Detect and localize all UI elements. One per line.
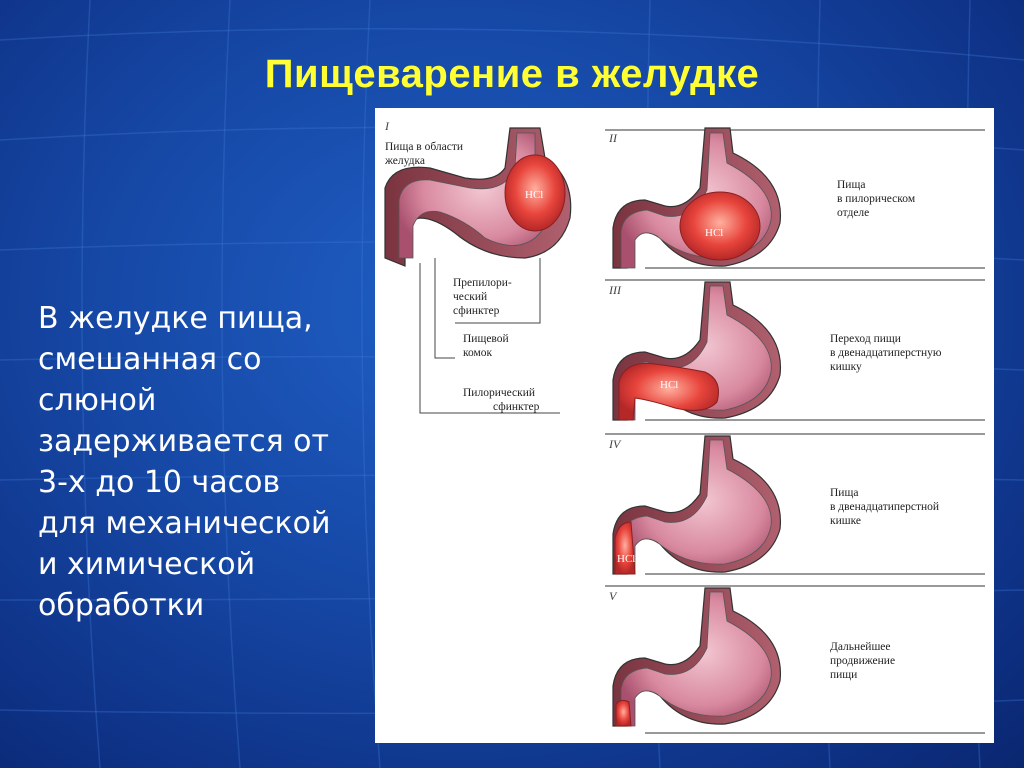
body-line: и химической xyxy=(38,547,256,582)
stage-5-caption-line: продвижение xyxy=(830,655,895,667)
body-line: задерживается от xyxy=(38,424,330,459)
slide-body-text: В желудке пища, смешанная со слюной заде… xyxy=(38,298,378,626)
body-line: слюной xyxy=(38,383,157,418)
stage-3-caption-line: Переход пищи xyxy=(830,333,901,345)
stage-4-caption-line: кишке xyxy=(830,515,861,527)
stage-5-caption-line: пищи xyxy=(830,669,857,681)
stage-4-diagram: HCl IV xyxy=(608,435,782,575)
prepyloric-label: Препилори- xyxy=(453,277,512,289)
body-line: 3-х до 10 часов xyxy=(38,465,281,500)
stage-4-caption-line: в двенадцатиперстной xyxy=(830,501,939,513)
stage-2-diagram: HCl II xyxy=(608,127,782,269)
stage-1-numeral: I xyxy=(384,119,390,133)
pyloric-label: сфинктер xyxy=(493,401,540,413)
body-line: В желудке пища, xyxy=(38,301,313,336)
stage-3-caption-line: кишку xyxy=(830,361,862,373)
stomach-digestion-figure: HCl I Пища в области желудка Препилори- … xyxy=(375,108,994,743)
prepyloric-label: ческий xyxy=(453,291,487,303)
prepyloric-label: сфинктер xyxy=(453,305,500,317)
pyloric-label: Пилорический xyxy=(463,387,535,399)
hcl-label: HCl xyxy=(660,379,678,391)
stage-2-numeral: II xyxy=(608,131,618,145)
callout-leader-lines xyxy=(419,258,560,414)
stage-1-caption-line: Пища в области xyxy=(385,141,463,153)
stage-separators xyxy=(605,129,985,734)
stage-5-numeral: V xyxy=(609,589,618,603)
stage-3-numeral: III xyxy=(608,283,622,297)
hcl-label: HCl xyxy=(617,553,635,565)
stage-4-caption-line: Пища xyxy=(830,487,858,499)
stage-3-caption-line: в двенадцатиперстную xyxy=(830,347,942,359)
stage-5-caption-line: Дальнейшее xyxy=(830,641,891,653)
body-line: смешанная со xyxy=(38,342,262,377)
stage-1-caption-line: желудка xyxy=(384,155,425,167)
hcl-label: HCl xyxy=(525,189,543,201)
slide-title: Пищеварение в желудке xyxy=(264,52,760,96)
stage-3-diagram: HCl III xyxy=(608,281,782,421)
stage-2-caption-line: в пилорическом xyxy=(837,193,916,205)
body-line: обработки xyxy=(38,588,205,623)
bolus-label: Пищевой xyxy=(463,333,509,345)
stage-2-caption-line: Пища xyxy=(837,179,865,191)
stage-4-numeral: IV xyxy=(608,437,622,451)
stage-1-diagram: HCl I Пища в области желудка xyxy=(384,119,572,267)
hcl-label: HCl xyxy=(705,227,723,239)
stage-5-diagram: V xyxy=(609,587,782,727)
body-line: для механической xyxy=(38,506,331,541)
stage-2-caption-line: отделе xyxy=(837,207,869,219)
bolus-label: комок xyxy=(463,347,493,359)
